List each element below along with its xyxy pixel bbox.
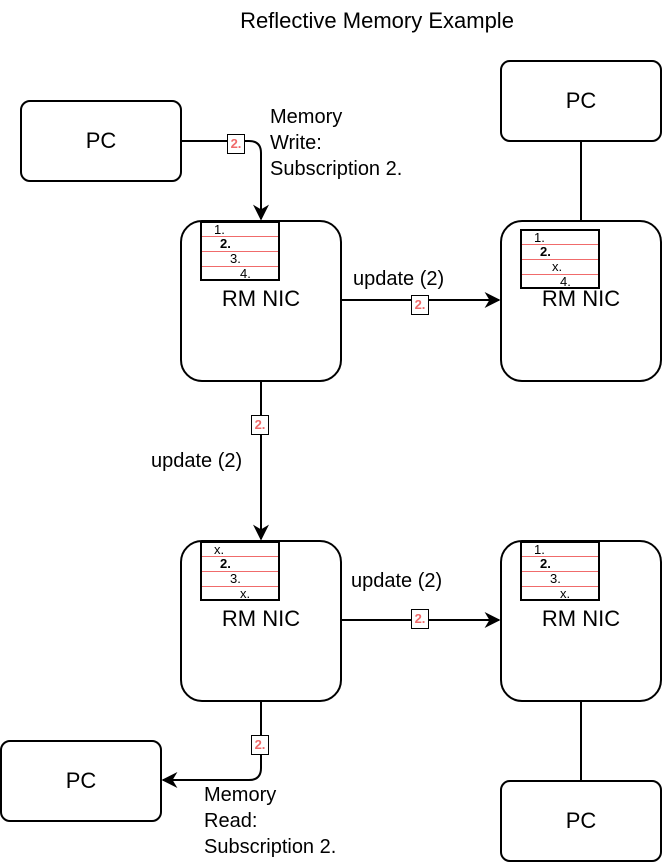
nic-label: RM NIC: [541, 286, 621, 311]
table-row: 1.: [214, 222, 225, 237]
pc-top-left: PC: [20, 100, 182, 182]
pc-bottom-left: PC: [0, 740, 162, 822]
table-row: 2.: [220, 556, 231, 571]
update-label-top-right: update (2): [353, 268, 445, 290]
memory-write-label: Memory Write: Subscription 2.: [270, 106, 403, 180]
table-row: 4.: [240, 266, 251, 281]
packet-badge-update-right-top: 2.: [411, 295, 429, 315]
rm-nic-4: 1. 2. 3. x. RM NIC: [500, 540, 662, 702]
rm-nic-2: 1. 2. x. 4. RM NIC: [500, 220, 662, 382]
pc-top-right: PC: [500, 60, 662, 142]
packet-badge-read: 2.: [251, 735, 269, 755]
table-row: 2.: [540, 244, 551, 259]
diagram-title: Reflective Memory Example: [240, 8, 514, 33]
rm-nic-1: 1. 2. 3. 4. RM NIC: [180, 220, 342, 382]
nic-label: RM NIC: [221, 286, 301, 311]
table-row: 1.: [534, 542, 545, 557]
packet-badge-write: 2.: [227, 134, 245, 154]
table-row: x.: [240, 586, 251, 601]
memory-table: 1. 2. 3. x.: [520, 541, 600, 601]
table-row: x.: [552, 259, 563, 274]
table-row: 3.: [230, 571, 241, 586]
memory-table: 1. 2. 3. 4.: [200, 221, 280, 281]
table-row: x.: [214, 542, 225, 557]
memory-table: 1. 2. x. 4.: [520, 229, 600, 289]
rm-nic-3: x. 2. 3. x. RM NIC: [180, 540, 342, 702]
read-connector: [161, 701, 262, 788]
pc-label: PC: [85, 128, 117, 153]
table-row: 2.: [220, 236, 231, 251]
pc-bottom-right: PC: [500, 780, 662, 862]
pc-label: PC: [65, 768, 97, 793]
nic-label: RM NIC: [221, 606, 301, 631]
table-row: 3.: [230, 251, 241, 266]
table-row: x.: [560, 586, 571, 601]
table-row: 3.: [550, 571, 561, 586]
update-label-bottom-right: update (2): [351, 570, 443, 592]
update-label-down: update (2): [151, 450, 243, 472]
memory-read-label: Memory Read: Subscription 2.: [204, 784, 337, 858]
pc-label: PC: [565, 88, 597, 113]
table-row: 1.: [534, 230, 545, 245]
nic-label: RM NIC: [541, 606, 621, 631]
packet-badge-update-down: 2.: [251, 415, 269, 435]
pc-label: PC: [565, 808, 597, 833]
memory-table: x. 2. 3. x.: [200, 541, 280, 601]
packet-badge-update-right-bottom: 2.: [411, 609, 429, 629]
table-row: 4.: [560, 274, 571, 289]
write-connector: [181, 140, 269, 221]
table-row: 2.: [540, 556, 551, 571]
